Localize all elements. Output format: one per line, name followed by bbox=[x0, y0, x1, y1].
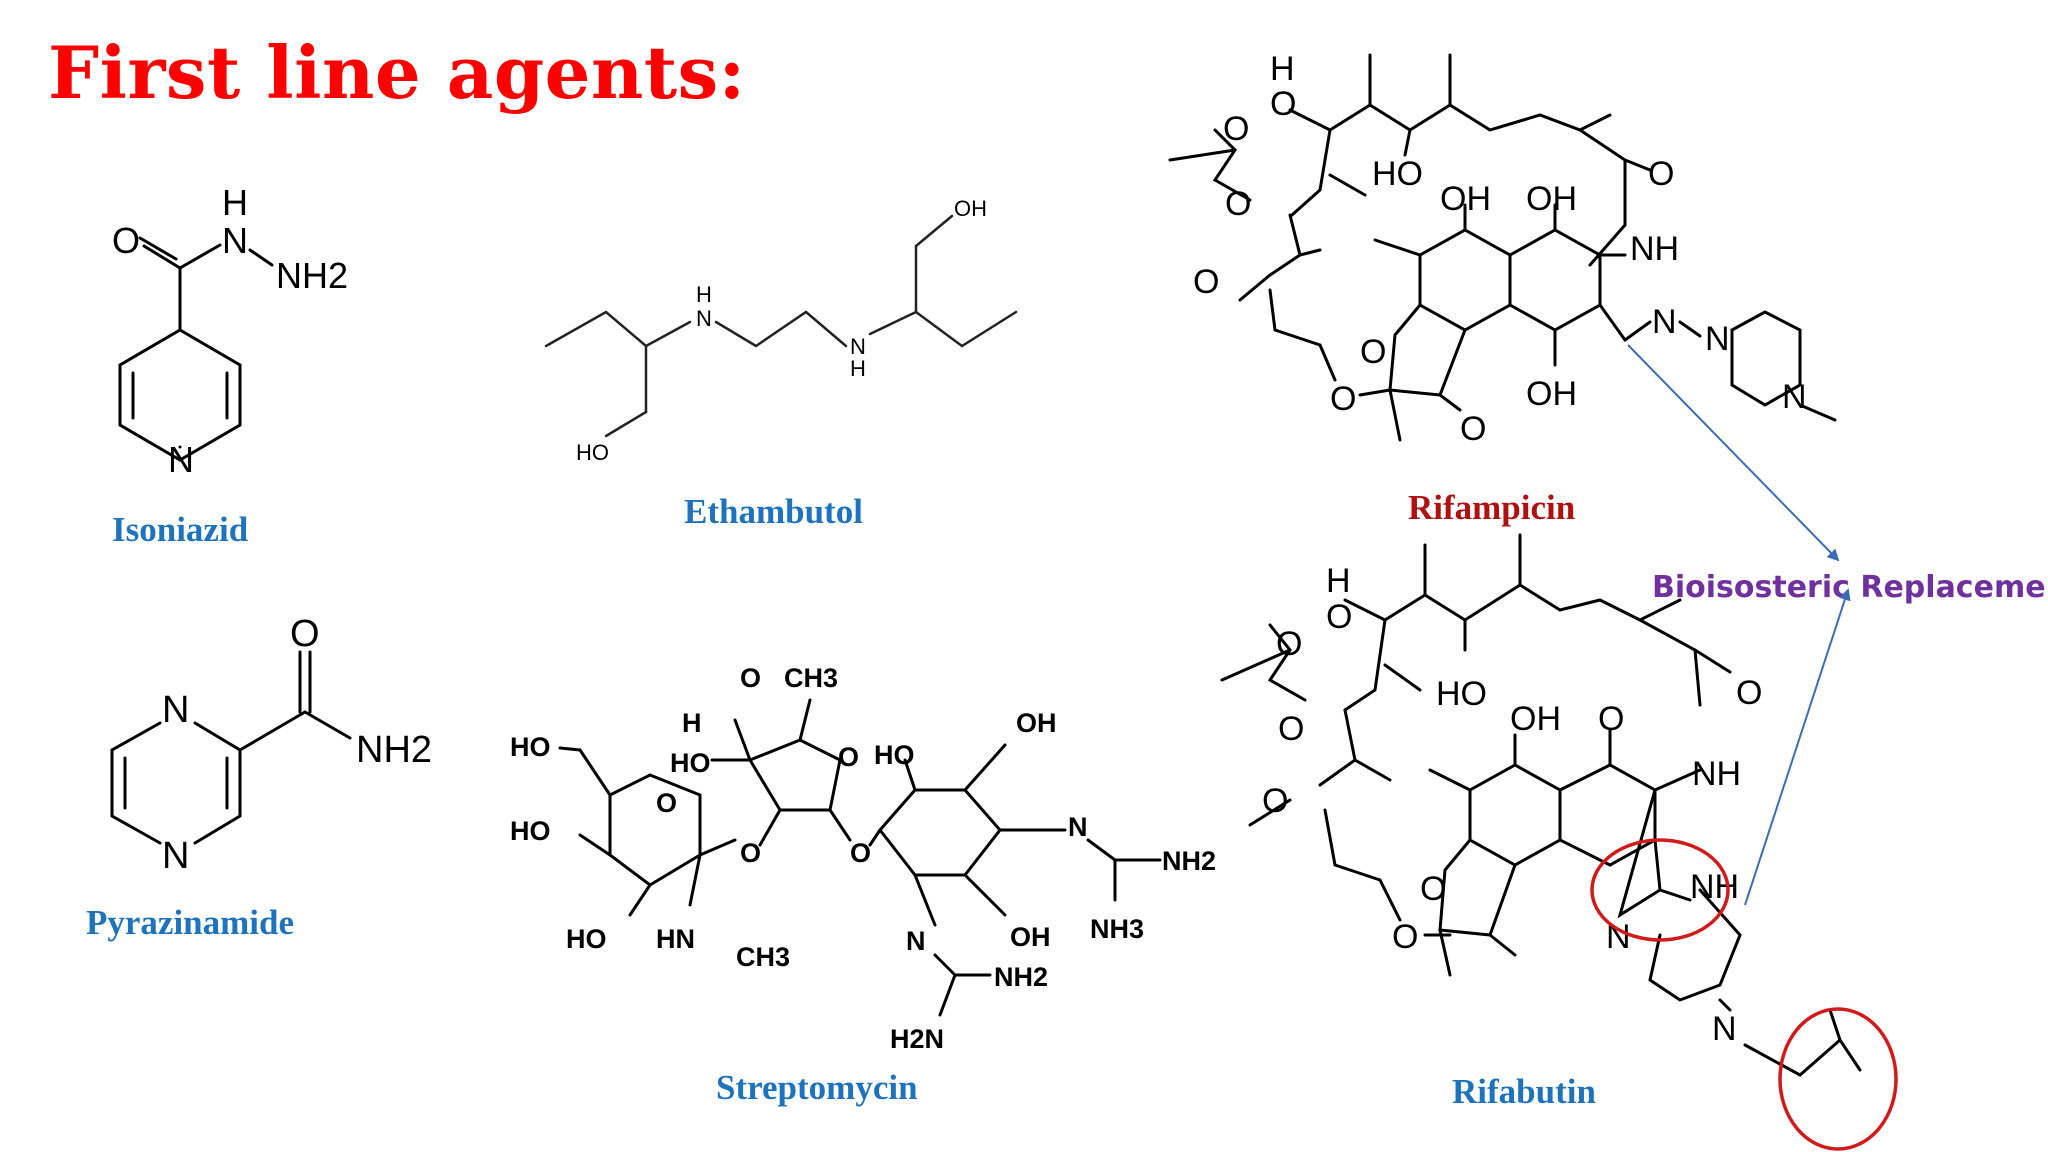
streptomycin-atom: H bbox=[682, 708, 702, 738]
rifampicin-atom: OH bbox=[1440, 180, 1491, 218]
rifampicin-atom: O bbox=[1193, 263, 1219, 301]
rifampicin-atom: O bbox=[1270, 85, 1296, 123]
pyrazinamide-atom: NH2 bbox=[356, 729, 432, 771]
rifampicin-atom: OH bbox=[1526, 180, 1577, 218]
ethambutol-atom: N bbox=[850, 334, 866, 359]
rifampicin-atom-labels: H O HO O OH OH O NH O O O O O OH N N N bbox=[1193, 50, 1807, 448]
ethambutol-structure bbox=[544, 214, 1018, 438]
ethambutol-label: Ethambutol bbox=[684, 492, 863, 531]
streptomycin-atom: HN bbox=[656, 924, 695, 954]
rifabutin-atom: O bbox=[1736, 674, 1762, 712]
rifabutin-atom: O bbox=[1278, 710, 1304, 748]
rifampicin-atom: N bbox=[1705, 320, 1730, 358]
rifabutin-atom-labels: H O HO O OH O O NH O O O O NH N N bbox=[1262, 562, 1762, 1048]
streptomycin-atom: OH bbox=[1010, 922, 1051, 952]
ethambutol-atom: N bbox=[696, 306, 712, 331]
streptomycin-atom: HO bbox=[874, 740, 915, 770]
streptomycin-atom: HO bbox=[670, 748, 711, 778]
rifampicin-atom: NH bbox=[1630, 230, 1679, 268]
pyrazinamide-label: Pyrazinamide bbox=[86, 903, 295, 942]
isoniazid-atom: NH2 bbox=[276, 255, 348, 296]
streptomycin-atom: HO bbox=[510, 816, 551, 846]
streptomycin-atom: OH bbox=[1016, 708, 1057, 738]
isoniazid-atom-labels: O H N NH2 N bbox=[112, 182, 348, 480]
rifampicin-atom: O bbox=[1360, 333, 1386, 371]
imidazole-highlight-circle bbox=[1590, 838, 1730, 942]
rifabutin-label: Rifabutin bbox=[1452, 1072, 1596, 1111]
rifabutin-atom: H bbox=[1326, 562, 1351, 600]
rifampicin-atom: O bbox=[1330, 380, 1356, 418]
isoniazid-atom: O bbox=[112, 220, 140, 261]
slide-title: First line agents: bbox=[48, 30, 746, 115]
streptomycin-atom: O bbox=[740, 838, 761, 868]
rifampicin-atom: N bbox=[1782, 378, 1807, 416]
rifabutin-atom: OH bbox=[1510, 700, 1561, 738]
isoniazid-label: Isoniazid bbox=[112, 510, 249, 549]
replacement-arrow-from-rifampicin bbox=[1627, 344, 1840, 562]
rifabutin-structure bbox=[1220, 533, 1862, 1077]
streptomycin-atom: O bbox=[656, 788, 677, 818]
rifabutin-atom: O bbox=[1276, 625, 1302, 663]
ethambutol-atom: OH bbox=[954, 196, 987, 221]
streptomycin-atom: NH2 bbox=[994, 962, 1048, 992]
pyrazinamide-atom: O bbox=[290, 613, 320, 655]
isoniazid-structure bbox=[118, 236, 274, 462]
rifabutin-atom: NH bbox=[1692, 755, 1741, 793]
streptomycin-atom: O bbox=[740, 663, 761, 693]
rifampicin-atom: OH bbox=[1526, 375, 1577, 413]
rifabutin-atom: N bbox=[1712, 1010, 1737, 1048]
rifampicin-atom: O bbox=[1225, 185, 1251, 223]
streptomycin-atom: O bbox=[850, 838, 871, 868]
rifabutin-atom: O bbox=[1262, 782, 1288, 820]
streptomycin-atom: HO bbox=[510, 732, 551, 762]
rifampicin-atom: O bbox=[1460, 410, 1486, 448]
pyrazinamide-atom: N bbox=[162, 689, 189, 731]
rifampicin-atom: N bbox=[1652, 303, 1677, 341]
ethambutol-atom: H bbox=[850, 356, 866, 381]
ethambutol-atom-labels: OH HO H N N H bbox=[576, 196, 987, 465]
ethambutol-atom: HO bbox=[576, 440, 609, 465]
rifabutin-atom: O bbox=[1392, 918, 1418, 956]
rifampicin-atom: O bbox=[1223, 110, 1249, 148]
isoniazid-atom: N bbox=[168, 439, 194, 480]
streptomycin-atom: N bbox=[1068, 812, 1088, 842]
streptomycin-structure bbox=[558, 698, 1162, 1017]
ethambutol-atom: H bbox=[696, 282, 712, 307]
rifampicin-label: Rifampicin bbox=[1408, 488, 1576, 527]
rifabutin-atom: O bbox=[1598, 700, 1624, 738]
streptomycin-atom-labels: O CH3 H HO HO HO HO O O O OH O HO HN CH3… bbox=[510, 663, 1216, 1054]
streptomycin-atom: CH3 bbox=[736, 942, 790, 972]
isoniazid-atom: H bbox=[222, 182, 248, 223]
replacement-arrow-from-rifabutin bbox=[1744, 588, 1851, 906]
pyrazinamide-structure bbox=[110, 650, 352, 845]
isoniazid-atom: N bbox=[222, 220, 248, 261]
rifampicin-atom: H bbox=[1270, 50, 1295, 88]
rifampicin-structure bbox=[1168, 53, 1837, 442]
rifabutin-atom: O bbox=[1420, 870, 1446, 908]
streptomycin-atom: N bbox=[906, 926, 926, 956]
streptomycin-atom: O bbox=[838, 742, 859, 772]
streptomycin-atom: NH3 bbox=[1090, 914, 1144, 944]
streptomycin-atom: NH2 bbox=[1162, 846, 1216, 876]
rifabutin-atom: NH bbox=[1690, 868, 1739, 906]
rifampicin-atom: HO bbox=[1372, 155, 1423, 193]
pyrazinamide-atom: N bbox=[162, 835, 189, 877]
streptomycin-atom: CH3 bbox=[784, 663, 838, 693]
pyrazinamide-atom-labels: N N O NH2 bbox=[162, 613, 432, 877]
isobutyl-highlight-circle bbox=[1778, 1007, 1898, 1151]
rifabutin-atom: HO bbox=[1436, 675, 1487, 713]
rifampicin-atom: O bbox=[1648, 155, 1674, 193]
streptomycin-atom: H2N bbox=[890, 1024, 944, 1054]
rifabutin-atom: O bbox=[1326, 598, 1352, 636]
streptomycin-label: Streptomycin bbox=[716, 1068, 918, 1107]
streptomycin-atom: HO bbox=[566, 924, 607, 954]
